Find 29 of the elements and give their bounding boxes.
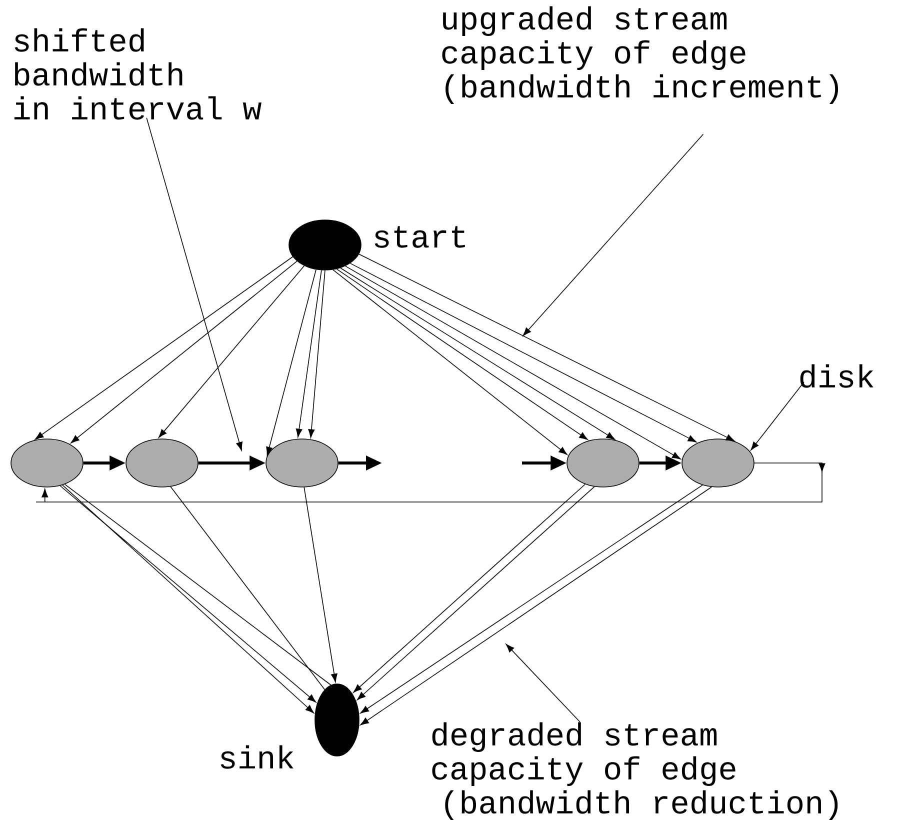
leader-line [146,118,242,451]
arrow [350,262,697,442]
annotation-text: degraded stream capacity of edge (bandwidth reduction) [432,722,838,820]
arrow [266,269,316,456]
leader-line [506,644,580,722]
arrow [358,254,735,442]
arrow [308,270,326,438]
leader-line [750,382,804,450]
arrow [304,486,338,682]
network-node [288,220,362,270]
arrow [344,266,681,460]
arrow [332,269,568,455]
network-node [314,684,360,756]
disk-node [566,438,640,488]
arrow [34,256,294,440]
arrow [296,270,322,438]
annotation-text: upgraded stream capacity of edge (bandwidth increment) [442,6,838,104]
arrow [70,260,298,444]
disk-node [682,438,754,488]
leader-line [522,134,704,336]
disk-node [126,438,198,488]
arrow [158,265,305,438]
disk-node [266,438,338,488]
node-label: sink [220,745,294,769]
arrow [36,462,826,502]
node-label: start [374,226,465,248]
annotation-text: shifted bandwidth in interval w [14,28,262,120]
annotation-text: disk [800,364,874,388]
disk-node [10,438,84,488]
